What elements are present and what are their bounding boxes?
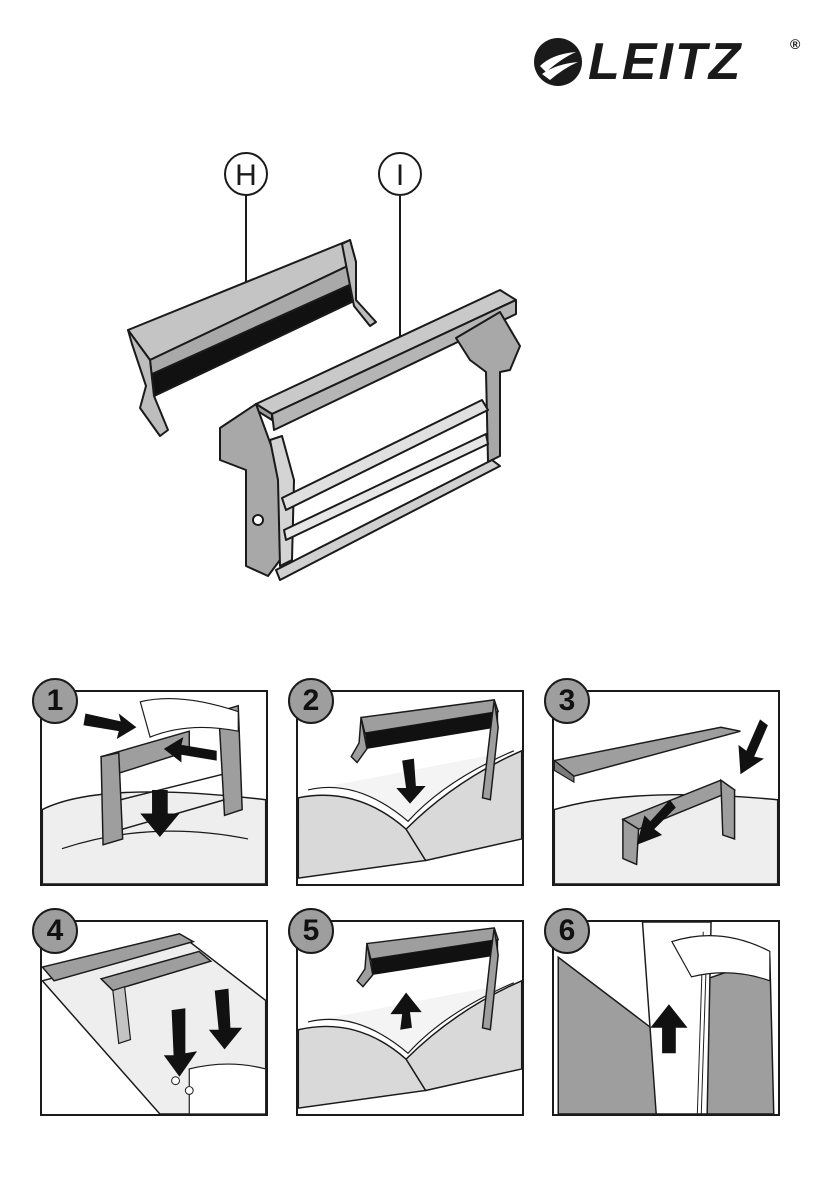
- step-number-4: 4: [32, 908, 78, 954]
- leitz-swoosh-logo-icon: [532, 36, 584, 88]
- registered-mark: ®: [790, 36, 800, 52]
- brand-name: LEITZ: [588, 34, 742, 90]
- press-down-binding-illustration-icon: [42, 922, 266, 1114]
- arrow-right-icon: [83, 714, 136, 739]
- step-number-3: 3: [544, 678, 590, 724]
- brand-logo: LEITZ ®: [532, 30, 802, 90]
- step-number-2: 2: [288, 678, 334, 724]
- step-panel-5: [296, 920, 524, 1116]
- step-panel-3: [552, 690, 780, 886]
- step-number-6: 6: [544, 908, 590, 954]
- step-number-1: 1: [32, 678, 78, 724]
- step-panel-1: [40, 690, 268, 886]
- place-strip-on-document-illustration-icon: [298, 692, 522, 884]
- step-panel-2: [296, 690, 524, 886]
- remove-bound-document-illustration-icon: [554, 922, 778, 1114]
- parts-illustration: [100, 140, 560, 590]
- step-panel-4: [40, 920, 268, 1116]
- remove-strip-illustration-icon: [298, 922, 522, 1114]
- step-panel-6: [552, 920, 780, 1116]
- insert-cradle-illustration-icon: [42, 692, 266, 884]
- arrow-down-left-icon: [738, 719, 767, 774]
- insert-document-into-machine-illustration-icon: [554, 692, 778, 884]
- step-number-5: 5: [288, 908, 334, 954]
